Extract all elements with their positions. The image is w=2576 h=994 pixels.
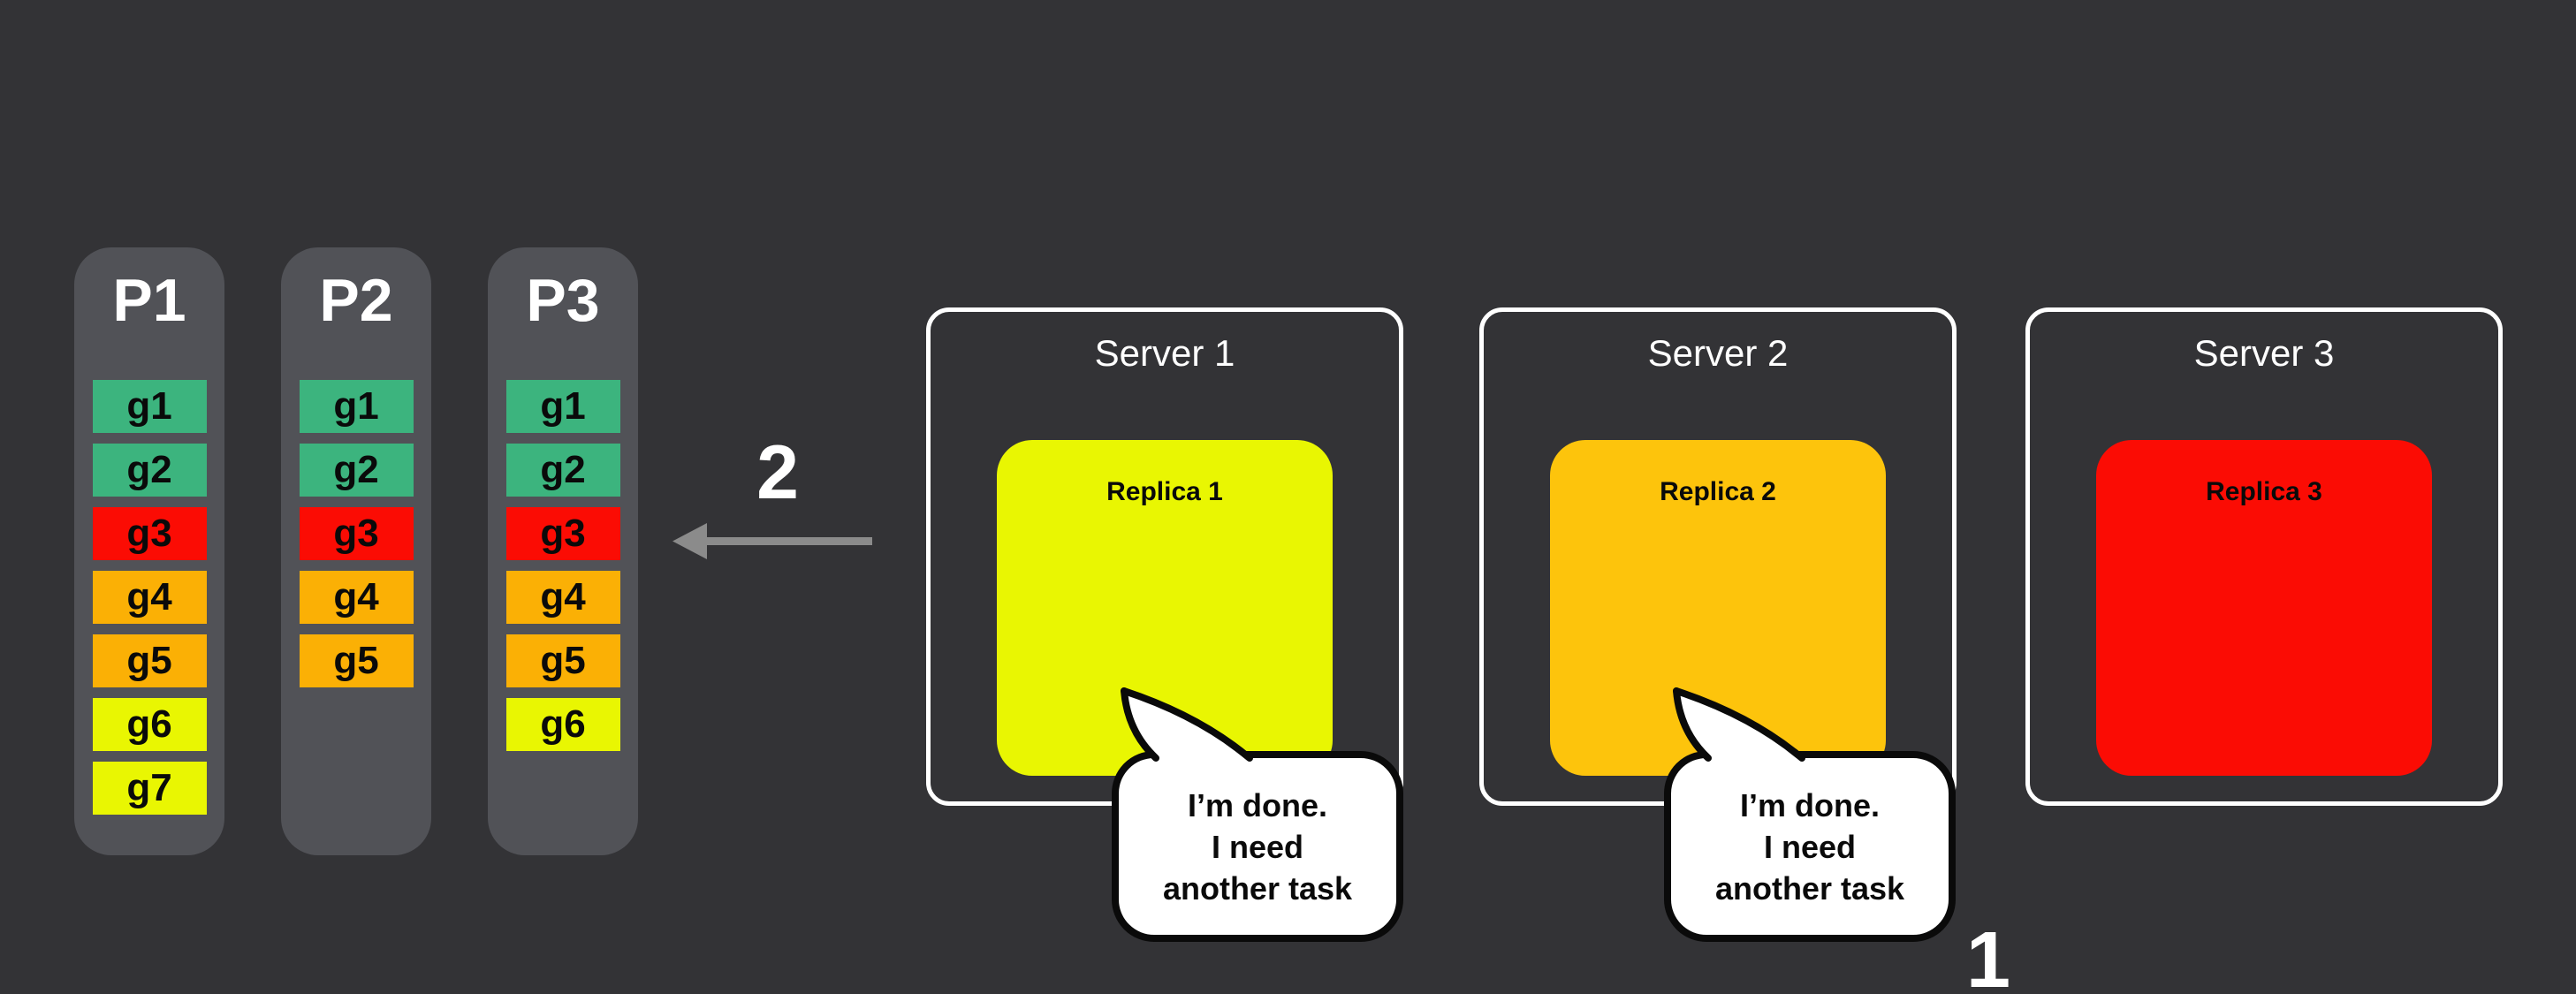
server-1-box: Server 1 Replica 1: [926, 307, 1403, 806]
task-cell-p1-g6: g6: [92, 698, 207, 751]
server-title: Server 3: [2193, 332, 2335, 374]
speech-bubble-2: I’m done. I need another task: [1664, 751, 1956, 942]
task-cell-p3-g2: g2: [505, 444, 620, 497]
speech-bubble-line: I’m done.: [1739, 786, 1880, 823]
speech-bubble-1: I’m done. I need another task: [1112, 751, 1403, 942]
task-cell-p3-g5: g5: [505, 634, 620, 687]
task-cell-p3-g3: g3: [505, 507, 620, 560]
speech-bubble-line: another task: [1714, 869, 1905, 907]
partition-p2: P2 g1 g2 g3 g4 g5: [281, 247, 431, 855]
partition-p1: P1 g1 g2 g3 g4 g5 g6 g7: [74, 247, 224, 855]
task-cell-p3-g6: g6: [505, 698, 620, 751]
partition-p2-cells: g1 g2 g3 g4 g5: [281, 380, 431, 687]
speech-bubble-line: I’m done.: [1187, 786, 1327, 823]
task-cell-p2-g3: g3: [299, 507, 414, 560]
task-cell-p2-g1: g1: [299, 380, 414, 433]
replica-2: Replica 2: [1550, 440, 1886, 776]
task-cell-p2-g5: g5: [299, 634, 414, 687]
replica-title: Replica 1: [1106, 477, 1223, 506]
speech-bubble-line: I need: [1211, 828, 1304, 865]
step-2-label: 2: [756, 430, 799, 515]
task-cell-p1-g4: g4: [92, 571, 207, 624]
partition-title: P2: [319, 267, 393, 334]
server-3-box: Server 3 Replica 3: [2025, 307, 2503, 806]
task-cell-p3-g4: g4: [505, 571, 620, 624]
partition-title: P1: [112, 267, 186, 334]
step-1-label: 1: [1965, 916, 2011, 994]
task-cell-p1-g1: g1: [92, 380, 207, 433]
speech-bubble-line: another task: [1162, 869, 1353, 907]
task-cell-p2-g2: g2: [299, 444, 414, 497]
partition-title: P3: [526, 267, 600, 334]
replica-3: Replica 3: [2096, 440, 2432, 776]
server-title: Server 2: [1647, 332, 1789, 374]
speech-bubble-line: I need: [1763, 828, 1857, 865]
task-cell-p1-g7: g7: [92, 762, 207, 815]
task-cell-p2-g4: g4: [299, 571, 414, 624]
server-title: Server 1: [1094, 332, 1235, 374]
replica-title: Replica 2: [1660, 477, 1776, 506]
arrow-left-icon: [672, 523, 872, 559]
partition-p3-cells: g1 g2 g3 g4 g5 g6: [488, 380, 638, 751]
task-cell-p1-g3: g3: [92, 507, 207, 560]
task-cell-p1-g5: g5: [92, 634, 207, 687]
task-cell-p3-g1: g1: [505, 380, 620, 433]
partition-p3: P3 g1 g2 g3 g4 g5 g6: [488, 247, 638, 855]
replica-title: Replica 3: [2206, 477, 2322, 506]
task-cell-p1-g2: g2: [92, 444, 207, 497]
replica-1: Replica 1: [997, 440, 1333, 776]
partition-p1-cells: g1 g2 g3 g4 g5 g6 g7: [74, 380, 224, 815]
server-2-box: Server 2 Replica 2: [1479, 307, 1957, 806]
